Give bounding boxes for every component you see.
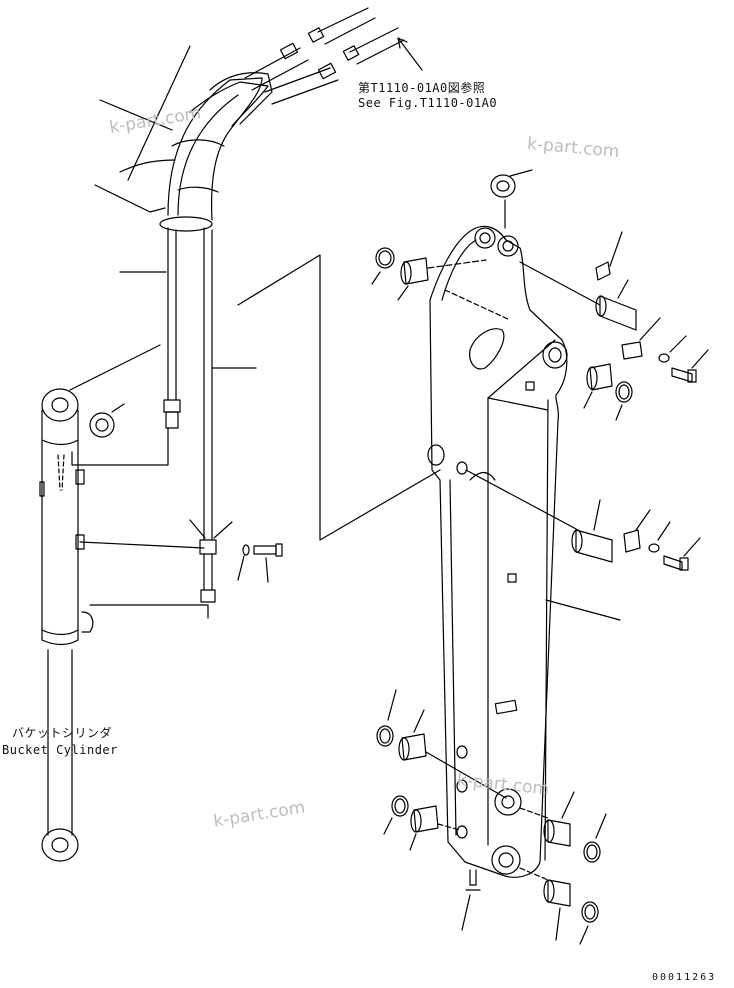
drawing-number: 00011263 xyxy=(652,972,717,983)
hydraulic-lines xyxy=(244,7,423,105)
ref-note-en: See Fig.T1110-01A0 xyxy=(358,96,498,110)
cylinder-label-jp: バケットシリンダ xyxy=(12,726,113,740)
bottom-bushings xyxy=(376,689,607,945)
top-pin-group xyxy=(371,169,709,421)
arm xyxy=(427,225,621,931)
vertical-hoses xyxy=(71,227,283,619)
bucket-cylinder xyxy=(39,254,441,862)
cylinder-label-en: Bucket Cylinder xyxy=(2,743,118,757)
ref-note-jp: 第T1110-01A0図参照 xyxy=(358,81,486,95)
middle-pin-group xyxy=(465,469,701,571)
hose-bend xyxy=(94,45,273,232)
